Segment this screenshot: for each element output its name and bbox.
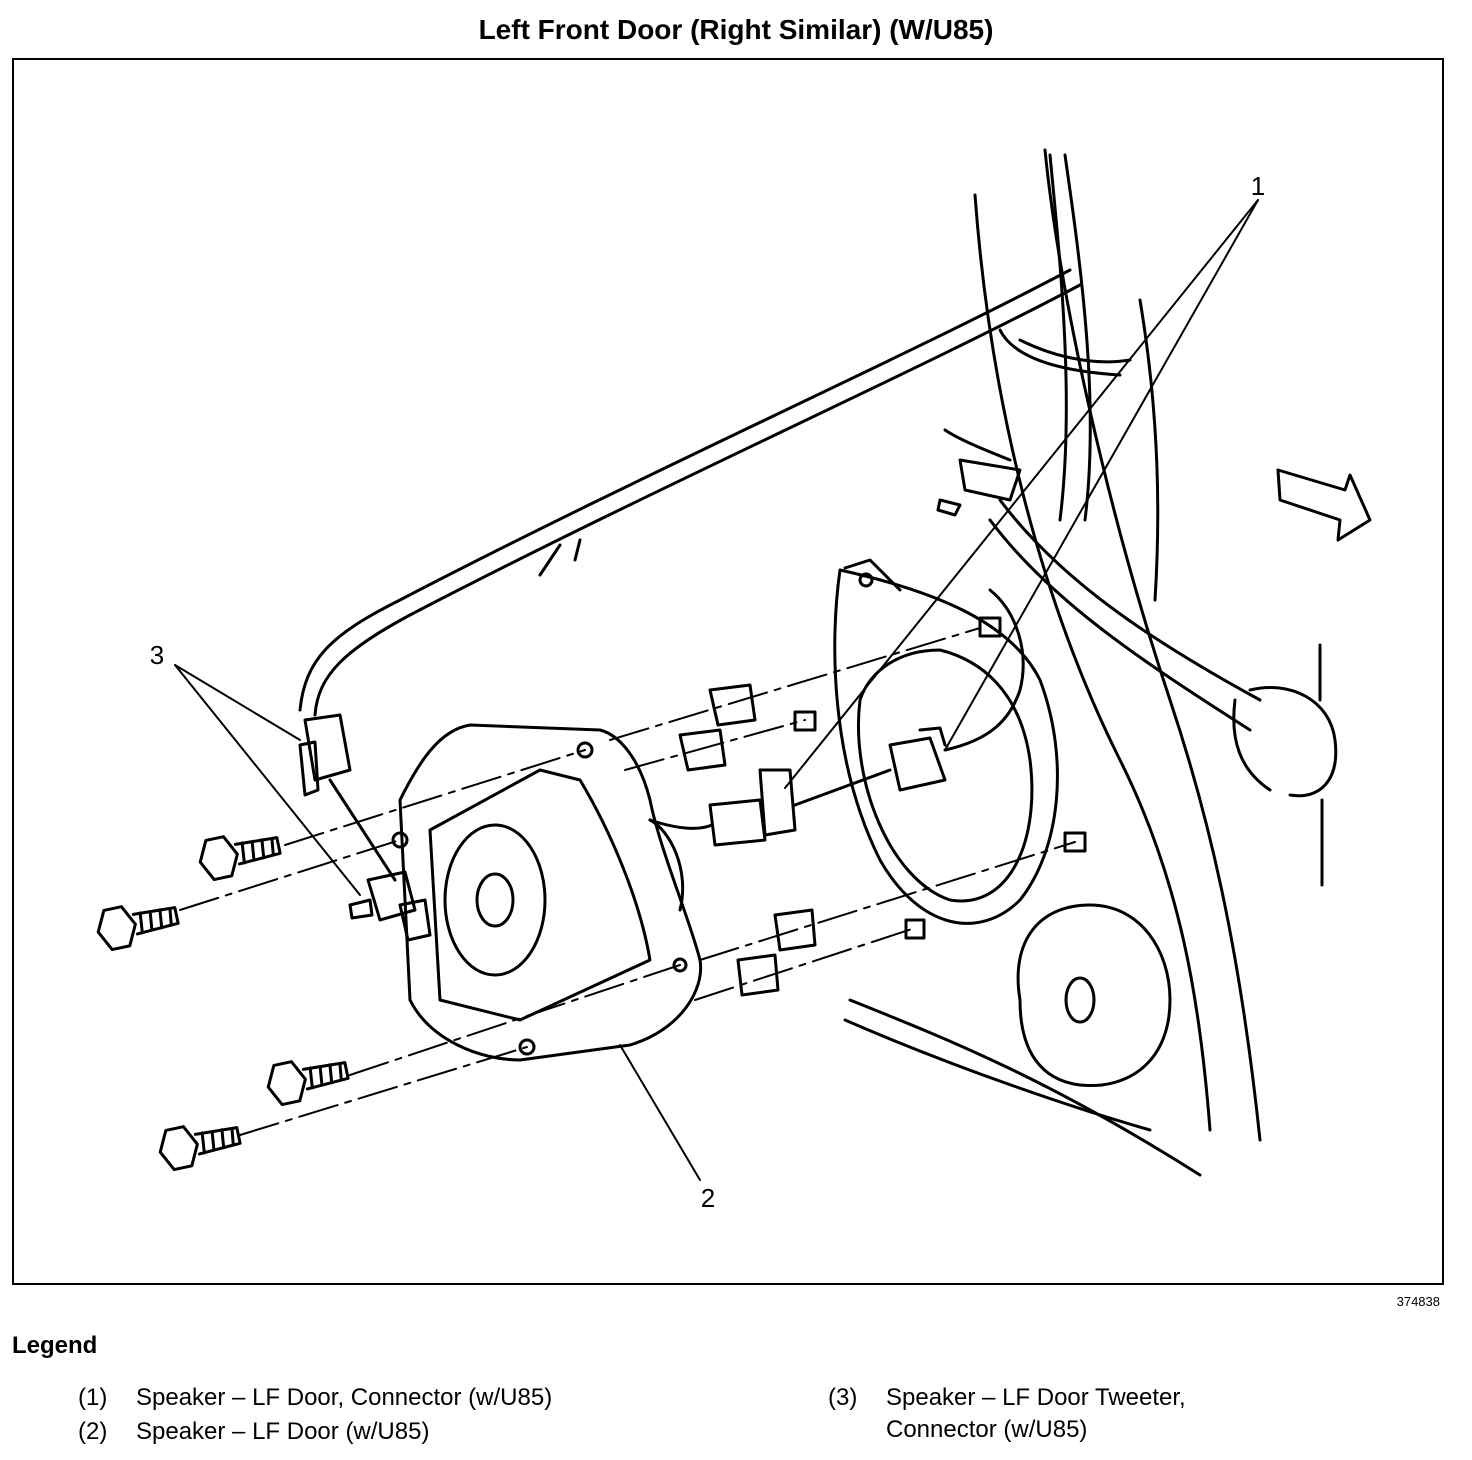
legend-item-number: (2) <box>78 1418 108 1445</box>
legend-item-text: Speaker – LF Door, Connector (w/U85) <box>136 1384 553 1411</box>
tweeter-connector <box>298 713 432 942</box>
wire-harness <box>298 153 1338 887</box>
callout-2: 2 <box>701 1183 715 1213</box>
diagram-title: Left Front Door (Right Similar) (W/U85) <box>478 14 994 45</box>
figure-id: 374838 <box>1396 1294 1440 1309</box>
retainer-clips <box>678 683 817 997</box>
alignment-lines <box>179 627 1076 1136</box>
mounting-bolts <box>96 835 350 1172</box>
callout-3: 3 <box>150 640 164 670</box>
callout-leaders <box>174 199 1259 1181</box>
legend-item-number: (3) <box>828 1384 858 1411</box>
legend-item-3: (3) Speaker – LF Door Tweeter, Connector (… <box>828 1382 1186 1446</box>
legend-item-2: (2) Speaker – LF Door (w/U85) <box>78 1416 429 1448</box>
callout-1: 1 <box>1251 171 1265 201</box>
door-panel <box>833 148 1262 1177</box>
legend-item-text: Speaker – LF Door Tweeter, Connector (w/U… <box>886 1382 1186 1446</box>
legend-item-text: Speaker – LF Door (w/U85) <box>136 1418 430 1445</box>
diagram-frame <box>12 58 1444 1285</box>
legend-heading: Legend <box>12 1332 98 1359</box>
legend-item-number: (1) <box>78 1384 108 1411</box>
door-speaker <box>391 723 703 1062</box>
legend-item-text-line1: Speaker – LF Door Tweeter, <box>886 1384 1186 1411</box>
legend-item-1: (1) Speaker – LF Door, Connector (w/U85) <box>78 1382 552 1414</box>
legend-item-text-line2: Connector (w/U85) <box>886 1416 1088 1443</box>
speaker-connector <box>648 588 1025 847</box>
direction-arrow <box>1276 468 1372 542</box>
speaker-exploded-view: 1 2 3 <box>96 148 1372 1213</box>
